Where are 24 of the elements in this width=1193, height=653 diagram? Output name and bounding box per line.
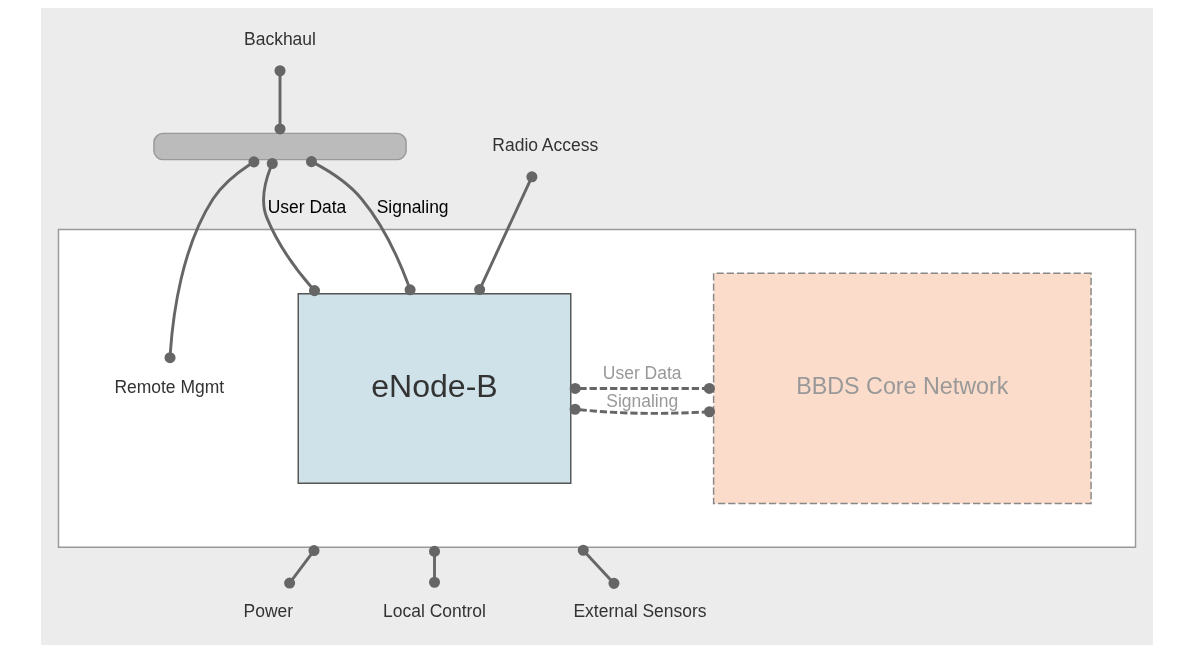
edge-label: Signaling <box>376 196 449 217</box>
connector <box>273 65 286 135</box>
cluster <box>57 228 1136 549</box>
connector <box>164 156 259 364</box>
edge-label: User Data <box>602 363 681 384</box>
node-text: Local Control <box>382 601 486 622</box>
node-text: Power <box>243 601 293 622</box>
node-box: eNode-B <box>297 292 571 484</box>
connector <box>569 382 715 394</box>
node-text: Backhaul <box>243 28 316 49</box>
connector <box>577 544 619 589</box>
connector <box>473 171 537 296</box>
node-text: External Sensors <box>572 601 707 622</box>
connector <box>569 403 715 418</box>
connector <box>283 545 320 589</box>
connector <box>261 158 320 297</box>
node-bar <box>152 132 407 161</box>
node-text: Radio Access <box>491 135 598 156</box>
node-box: BBDS Core Network <box>712 272 1092 505</box>
connector <box>428 545 440 588</box>
edge-label: Signaling <box>605 390 678 411</box>
node-text: Remote Mgmt <box>113 376 224 397</box>
connector <box>305 156 416 296</box>
edge-label: User Data <box>267 196 346 217</box>
